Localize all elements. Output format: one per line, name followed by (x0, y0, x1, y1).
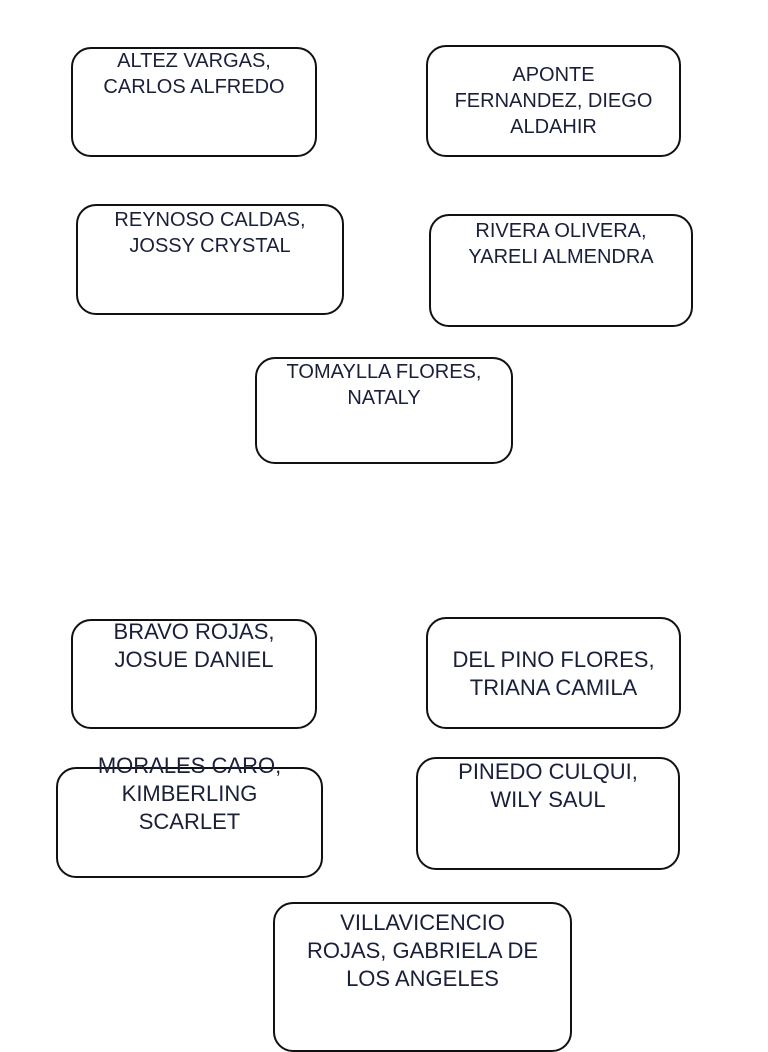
name-card-label: TOMAYLLA FLORES, NATALY (286, 361, 482, 409)
name-card (416, 757, 680, 870)
name-card-label: VILLAVICENCIO ROJAS, GABRIELA DE LOS ANG… (306, 910, 539, 991)
name-card-label: DEL PINO FLORES, TRIANA CAMILA (452, 647, 655, 700)
name-card-label: BRAVO ROJAS, JOSUE DANIEL (113, 619, 275, 672)
name-card-label: MORALES CARO, KIMBERLING SCARLET (97, 753, 282, 834)
name-card (71, 47, 317, 157)
name-card (426, 617, 681, 729)
name-card (429, 214, 693, 327)
name-card (426, 45, 681, 157)
name-card-label: PINEDO CULQUI, WILY SAUL (458, 759, 638, 812)
name-card (255, 357, 513, 464)
name-card (56, 767, 323, 878)
name-card (71, 619, 317, 729)
name-card-label: ALTEZ VARGAS, CARLOS ALFREDO (103, 50, 285, 98)
name-card-label: APONTE FERNANDEZ, DIEGO ALDAHIR (454, 64, 653, 138)
name-card (76, 204, 344, 315)
name-card-label: RIVERA OLIVERA, YARELI ALMENDRA (468, 220, 654, 268)
name-card-label: REYNOSO CALDAS, JOSSY CRYSTAL (114, 209, 306, 257)
